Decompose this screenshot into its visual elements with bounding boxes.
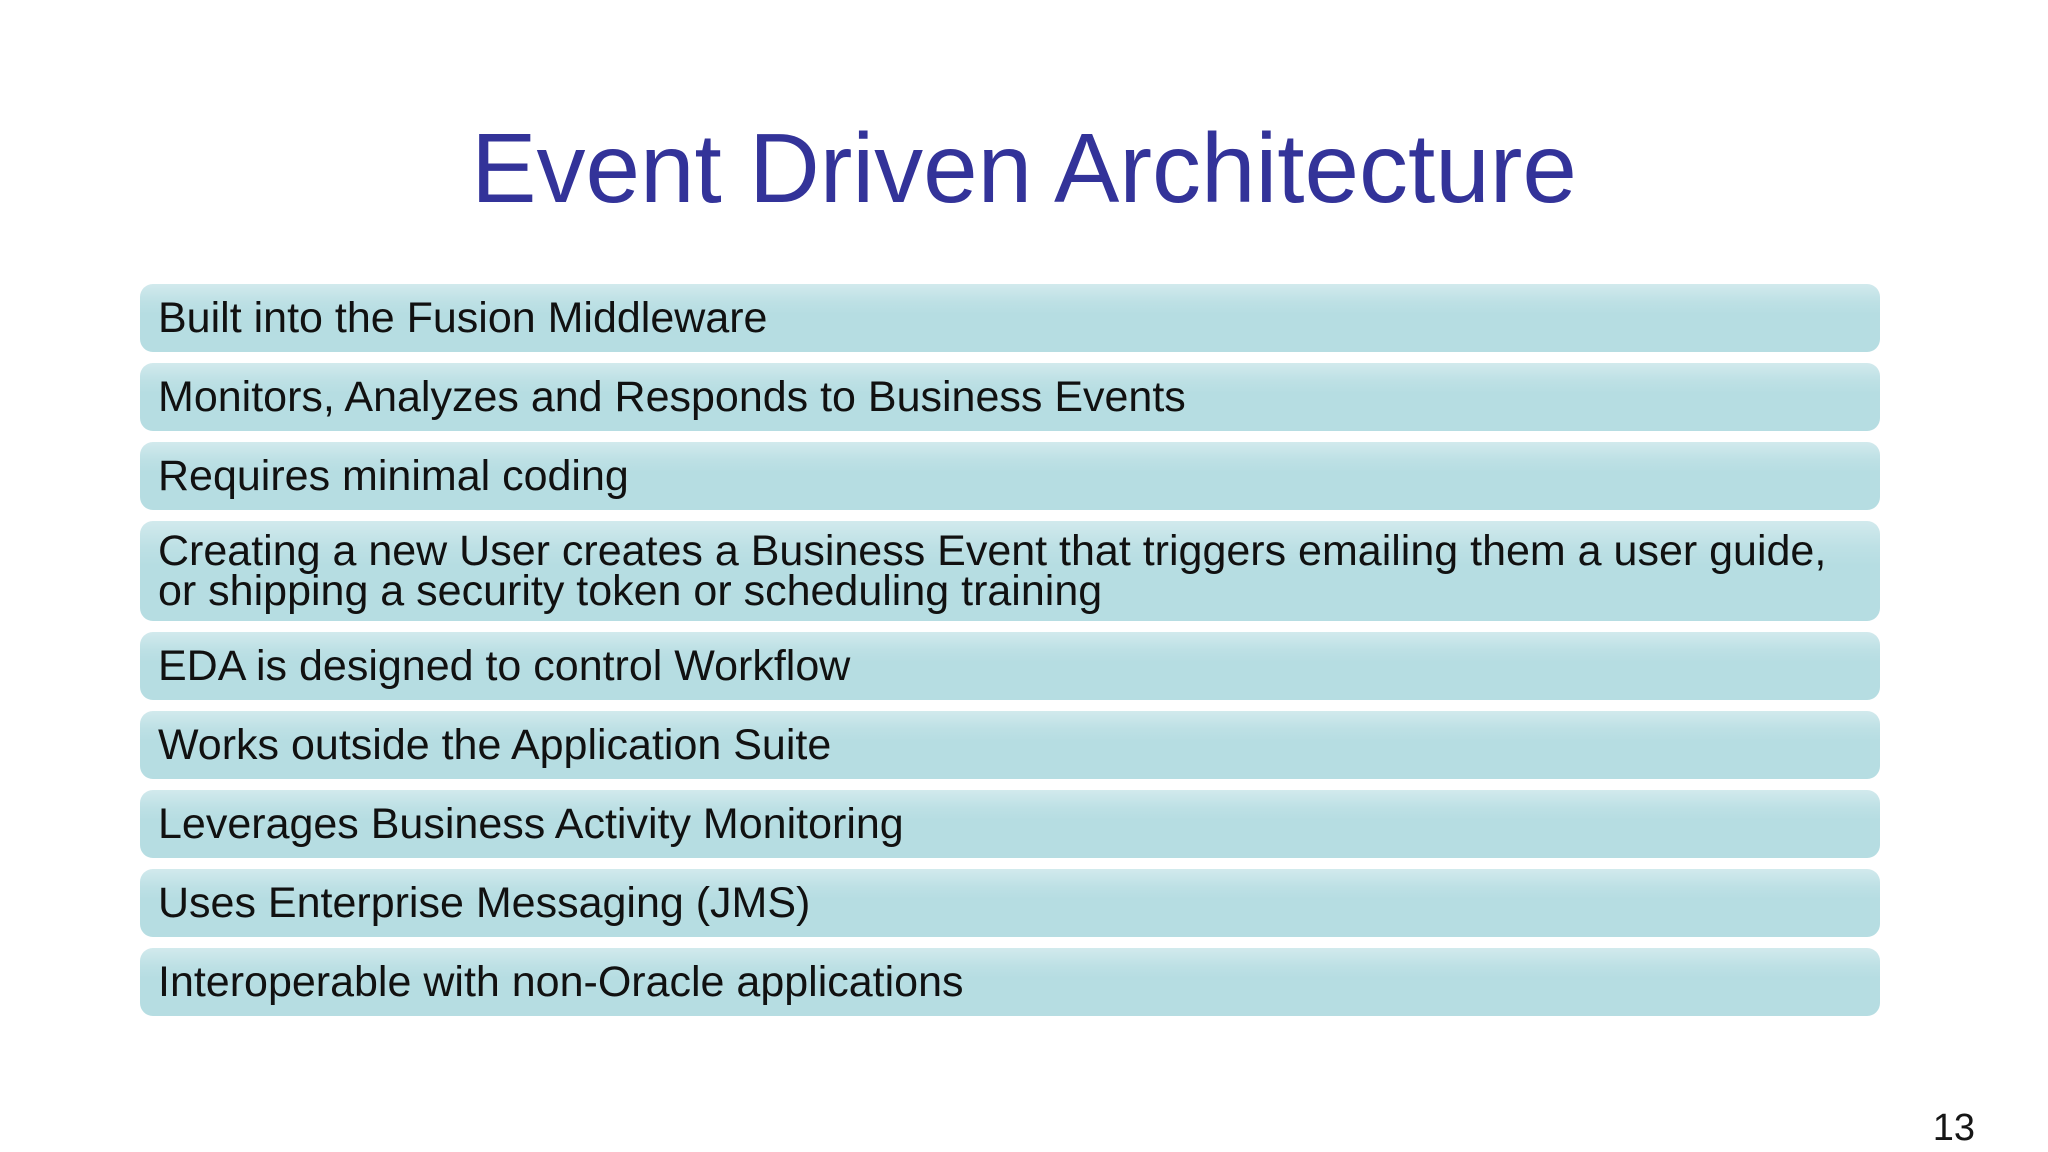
list-item-label: EDA is designed to control Workflow — [158, 642, 851, 690]
list-item: Creating a new User creates a Business E… — [140, 521, 1880, 621]
list-item-label: Requires minimal coding — [158, 452, 629, 500]
list-item: EDA is designed to control Workflow — [140, 632, 1880, 700]
list-item: Uses Enterprise Messaging (JMS) — [140, 869, 1880, 937]
list-item-label: Uses Enterprise Messaging (JMS) — [158, 879, 811, 927]
page-number: 13 — [1932, 1107, 1975, 1149]
list-item-label: Works outside the Application Suite — [158, 721, 832, 769]
slide-title: Event Driven Architecture — [471, 112, 1577, 223]
list-item: Monitors, Analyzes and Responds to Busin… — [140, 363, 1880, 431]
list-item-label: Creating a new User creates a Business E… — [158, 527, 1827, 615]
list-item-label: Interoperable with non-Oracle applicatio… — [158, 958, 964, 1006]
list-item-label: Leverages Business Activity Monitoring — [158, 800, 904, 848]
list-item-label: Built into the Fusion Middleware — [158, 294, 768, 342]
list-item: Built into the Fusion Middleware — [140, 284, 1880, 352]
list-item: Interoperable with non-Oracle applicatio… — [140, 948, 1880, 1016]
list-item: Works outside the Application Suite — [140, 711, 1880, 779]
list-item: Requires minimal coding — [140, 442, 1880, 510]
list-item-label: Monitors, Analyzes and Responds to Busin… — [158, 373, 1186, 421]
list-item: Leverages Business Activity Monitoring — [140, 790, 1880, 858]
